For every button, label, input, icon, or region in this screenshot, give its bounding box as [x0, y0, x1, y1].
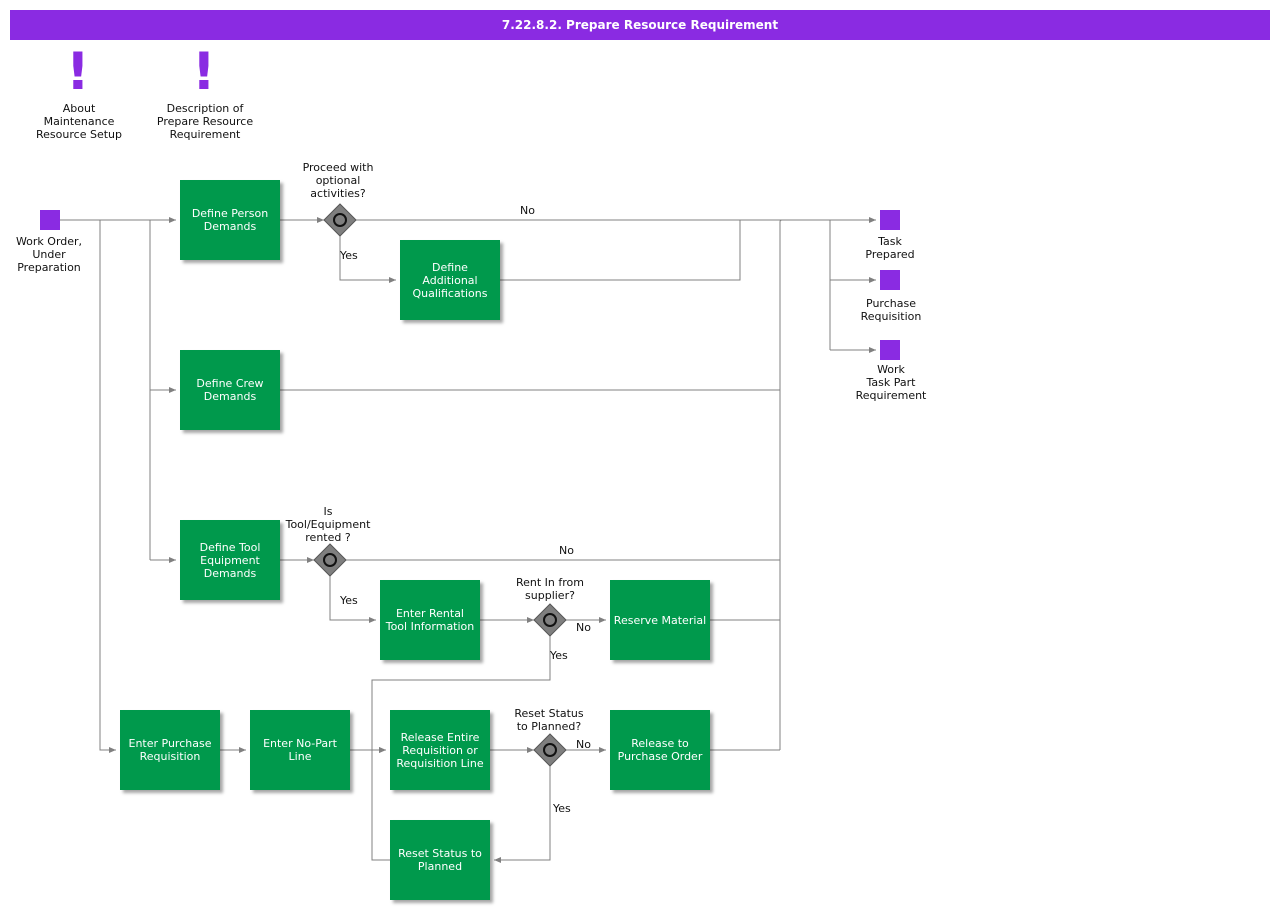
task-define-tool-equipment-demands[interactable]: Define Tool Equipment Demands [180, 520, 280, 600]
task-define-additional-qualifications[interactable]: Define Additional Qualifications [400, 240, 500, 320]
task-release-entire-requisition[interactable]: Release Entire Requisition or Requisitio… [390, 710, 490, 790]
start-event[interactable] [40, 210, 60, 230]
start-event-label: Work Order, Under Preparation [15, 235, 83, 274]
gateway-optional[interactable] [323, 203, 357, 237]
flow-label-rented-yes: Yes [340, 594, 358, 607]
end-event-task-prepared[interactable] [880, 210, 900, 230]
task-enter-rental-tool-information[interactable]: Enter Rental Tool Information [380, 580, 480, 660]
flow-gateway1-yes [339, 236, 396, 283]
task-reset-status-to-planned[interactable]: Reset Status to Planned [390, 820, 490, 900]
flow-merge-spine [779, 219, 783, 750]
gateway-rented-label: Is Tool/Equipment rented ? [285, 505, 371, 544]
end-event-work-task-part[interactable] [880, 340, 900, 360]
about-note-label: About Maintenance Resource Setup [36, 102, 122, 141]
description-note-label: Description of Prepare Resource Requirem… [156, 102, 254, 141]
description-note-icon[interactable]: ! [192, 42, 216, 102]
task-define-person-demands[interactable]: Define Person Demands [180, 180, 280, 260]
task-reserve-material[interactable]: Reserve Material [610, 580, 710, 660]
gateway-rent-supplier-label: Rent In from supplier? [515, 576, 584, 602]
flow-start-trunk [60, 219, 116, 753]
gateway-rented[interactable] [313, 543, 347, 577]
about-note-icon[interactable]: ! [66, 42, 90, 102]
page-title: 7.22.8.2. Prepare Resource Requirement [10, 10, 1270, 40]
task-define-crew-demands[interactable]: Define Crew Demands [180, 350, 280, 430]
flow-label-rented-no: No [559, 544, 574, 557]
flow-label-supplier-no: No [576, 621, 591, 634]
flow-label-optional-yes: Yes [340, 249, 358, 262]
flow-additional-out [500, 220, 741, 281]
end-event-work-task-part-label: Work Task Part Requirement [855, 363, 927, 402]
flow-label-optional-no: No [520, 204, 535, 217]
flow-reset-loop [371, 750, 390, 861]
gateway-rent-supplier[interactable] [533, 603, 567, 637]
task-release-to-purchase-order[interactable]: Release to Purchase Order [610, 710, 710, 790]
end-event-purchase-requisition[interactable] [880, 270, 900, 290]
end-event-task-prepared-label: Task Prepared [865, 235, 915, 261]
flow-label-supplier-yes: Yes [550, 649, 568, 662]
gateway-reset-planned-label: Reset Status to Planned? [514, 707, 584, 733]
end-event-purchase-requisition-label: Purchase Requisition [860, 297, 922, 323]
gateway-reset-planned[interactable] [533, 733, 567, 767]
task-enter-no-part-line[interactable]: Enter No-Part Line [250, 710, 350, 790]
flow-gateway2-yes [329, 576, 376, 623]
gateway-optional-label: Proceed with optional activities? [302, 161, 374, 200]
flow-label-reset-no: No [576, 738, 591, 751]
task-enter-purchase-requisition[interactable]: Enter Purchase Requisition [120, 710, 220, 790]
flow-gateway4-yes [494, 766, 551, 863]
flow-label-reset-yes: Yes [553, 802, 571, 815]
